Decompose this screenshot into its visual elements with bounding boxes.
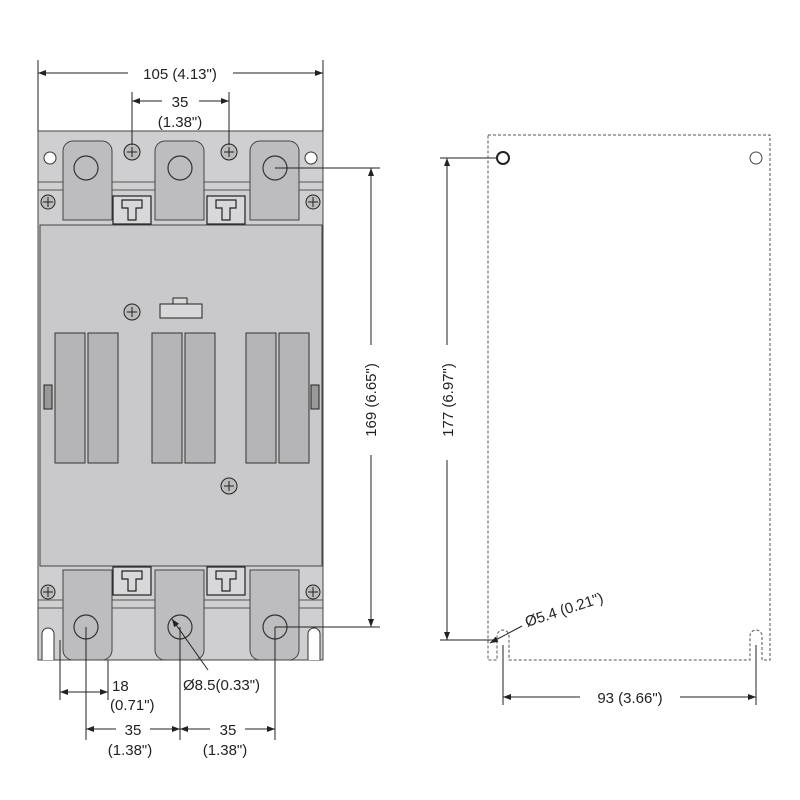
edge-dimension: 18 xyxy=(112,678,129,695)
template-outline xyxy=(487,134,771,661)
pole-pitch-left: 35 xyxy=(125,722,142,739)
pole-pitch-right-in: (1.38") xyxy=(203,742,248,759)
mounting-hole-icon xyxy=(43,151,57,165)
indicator-tab xyxy=(172,297,188,305)
fuse-holders xyxy=(43,332,320,464)
screw-pitch-dimension: 35 xyxy=(172,94,189,111)
width-dimension: 105 (4.13") xyxy=(143,66,217,83)
pole-pitch-right: 35 xyxy=(220,722,237,739)
hole-height-dimension: 169 (6.65") xyxy=(363,363,380,437)
mounting-slot-icon xyxy=(307,627,321,660)
screw-icons xyxy=(40,143,321,600)
terminal-hole-icon xyxy=(167,155,193,181)
template-hole-dimension: Ø5.4 (0.21") xyxy=(523,590,605,631)
template-hole-icon xyxy=(496,151,510,165)
terminal-hole-icon xyxy=(73,155,99,181)
pole-pitch-left-in: (1.38") xyxy=(108,742,153,759)
mounting-slot-icon xyxy=(41,627,55,660)
template-width-dimension: 93 (3.66") xyxy=(597,690,662,707)
front-dimensions: 105 (4.13") 35 (1.38") 169 (6.65") 18 (0… xyxy=(37,60,380,759)
edge-dimension-in: (0.71") xyxy=(110,697,155,714)
indicator-window xyxy=(159,303,203,319)
clamp-icons xyxy=(112,195,246,596)
mounting-template: 177 (6.97") Ø5.4 (0.21") 93 (3.66") xyxy=(440,134,771,707)
terminal-hole-dimension: Ø8.5(0.33") xyxy=(183,677,260,694)
template-hole-icon xyxy=(749,151,763,165)
device-front-view xyxy=(37,130,324,661)
template-height-dimension: 177 (6.97") xyxy=(440,363,457,437)
screw-pitch-dimension-in: (1.38") xyxy=(158,114,203,131)
mounting-hole-icon xyxy=(304,151,318,165)
